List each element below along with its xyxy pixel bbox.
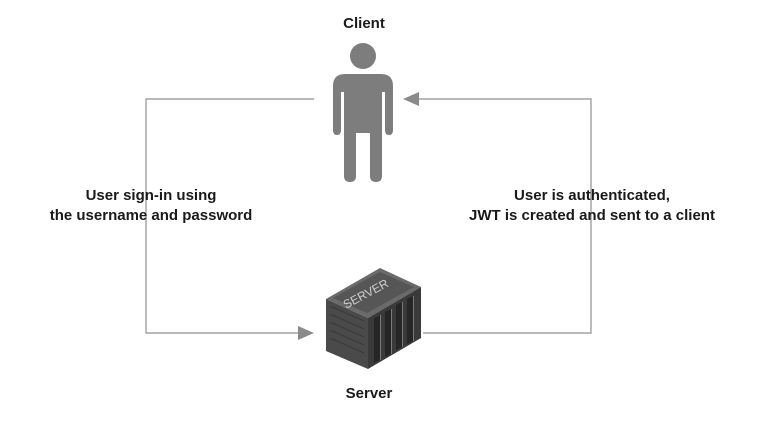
left-arrowhead — [298, 326, 314, 340]
person-icon — [333, 43, 393, 182]
authenticated-edge-label-line2: JWT is created and sent to a client — [469, 207, 715, 224]
server-tower-icon: SERVER — [326, 268, 421, 369]
left-connector-line — [145, 98, 314, 334]
right-arrowhead — [403, 92, 419, 106]
sign-in-edge-label-line1: User sign-in using — [85, 187, 217, 204]
sign-in-edge-label-line2: the username and password — [49, 207, 253, 224]
server-label: Server — [345, 385, 393, 402]
authenticated-edge-label-line1: User is authenticated, — [514, 187, 670, 204]
sign-in-edge-label: User sign-in using the username and pass… — [50, 186, 253, 226]
right-connector-line — [419, 98, 592, 334]
authenticated-edge-label: User is authenticated, JWT is created an… — [469, 186, 715, 226]
client-label: Client — [343, 15, 385, 32]
